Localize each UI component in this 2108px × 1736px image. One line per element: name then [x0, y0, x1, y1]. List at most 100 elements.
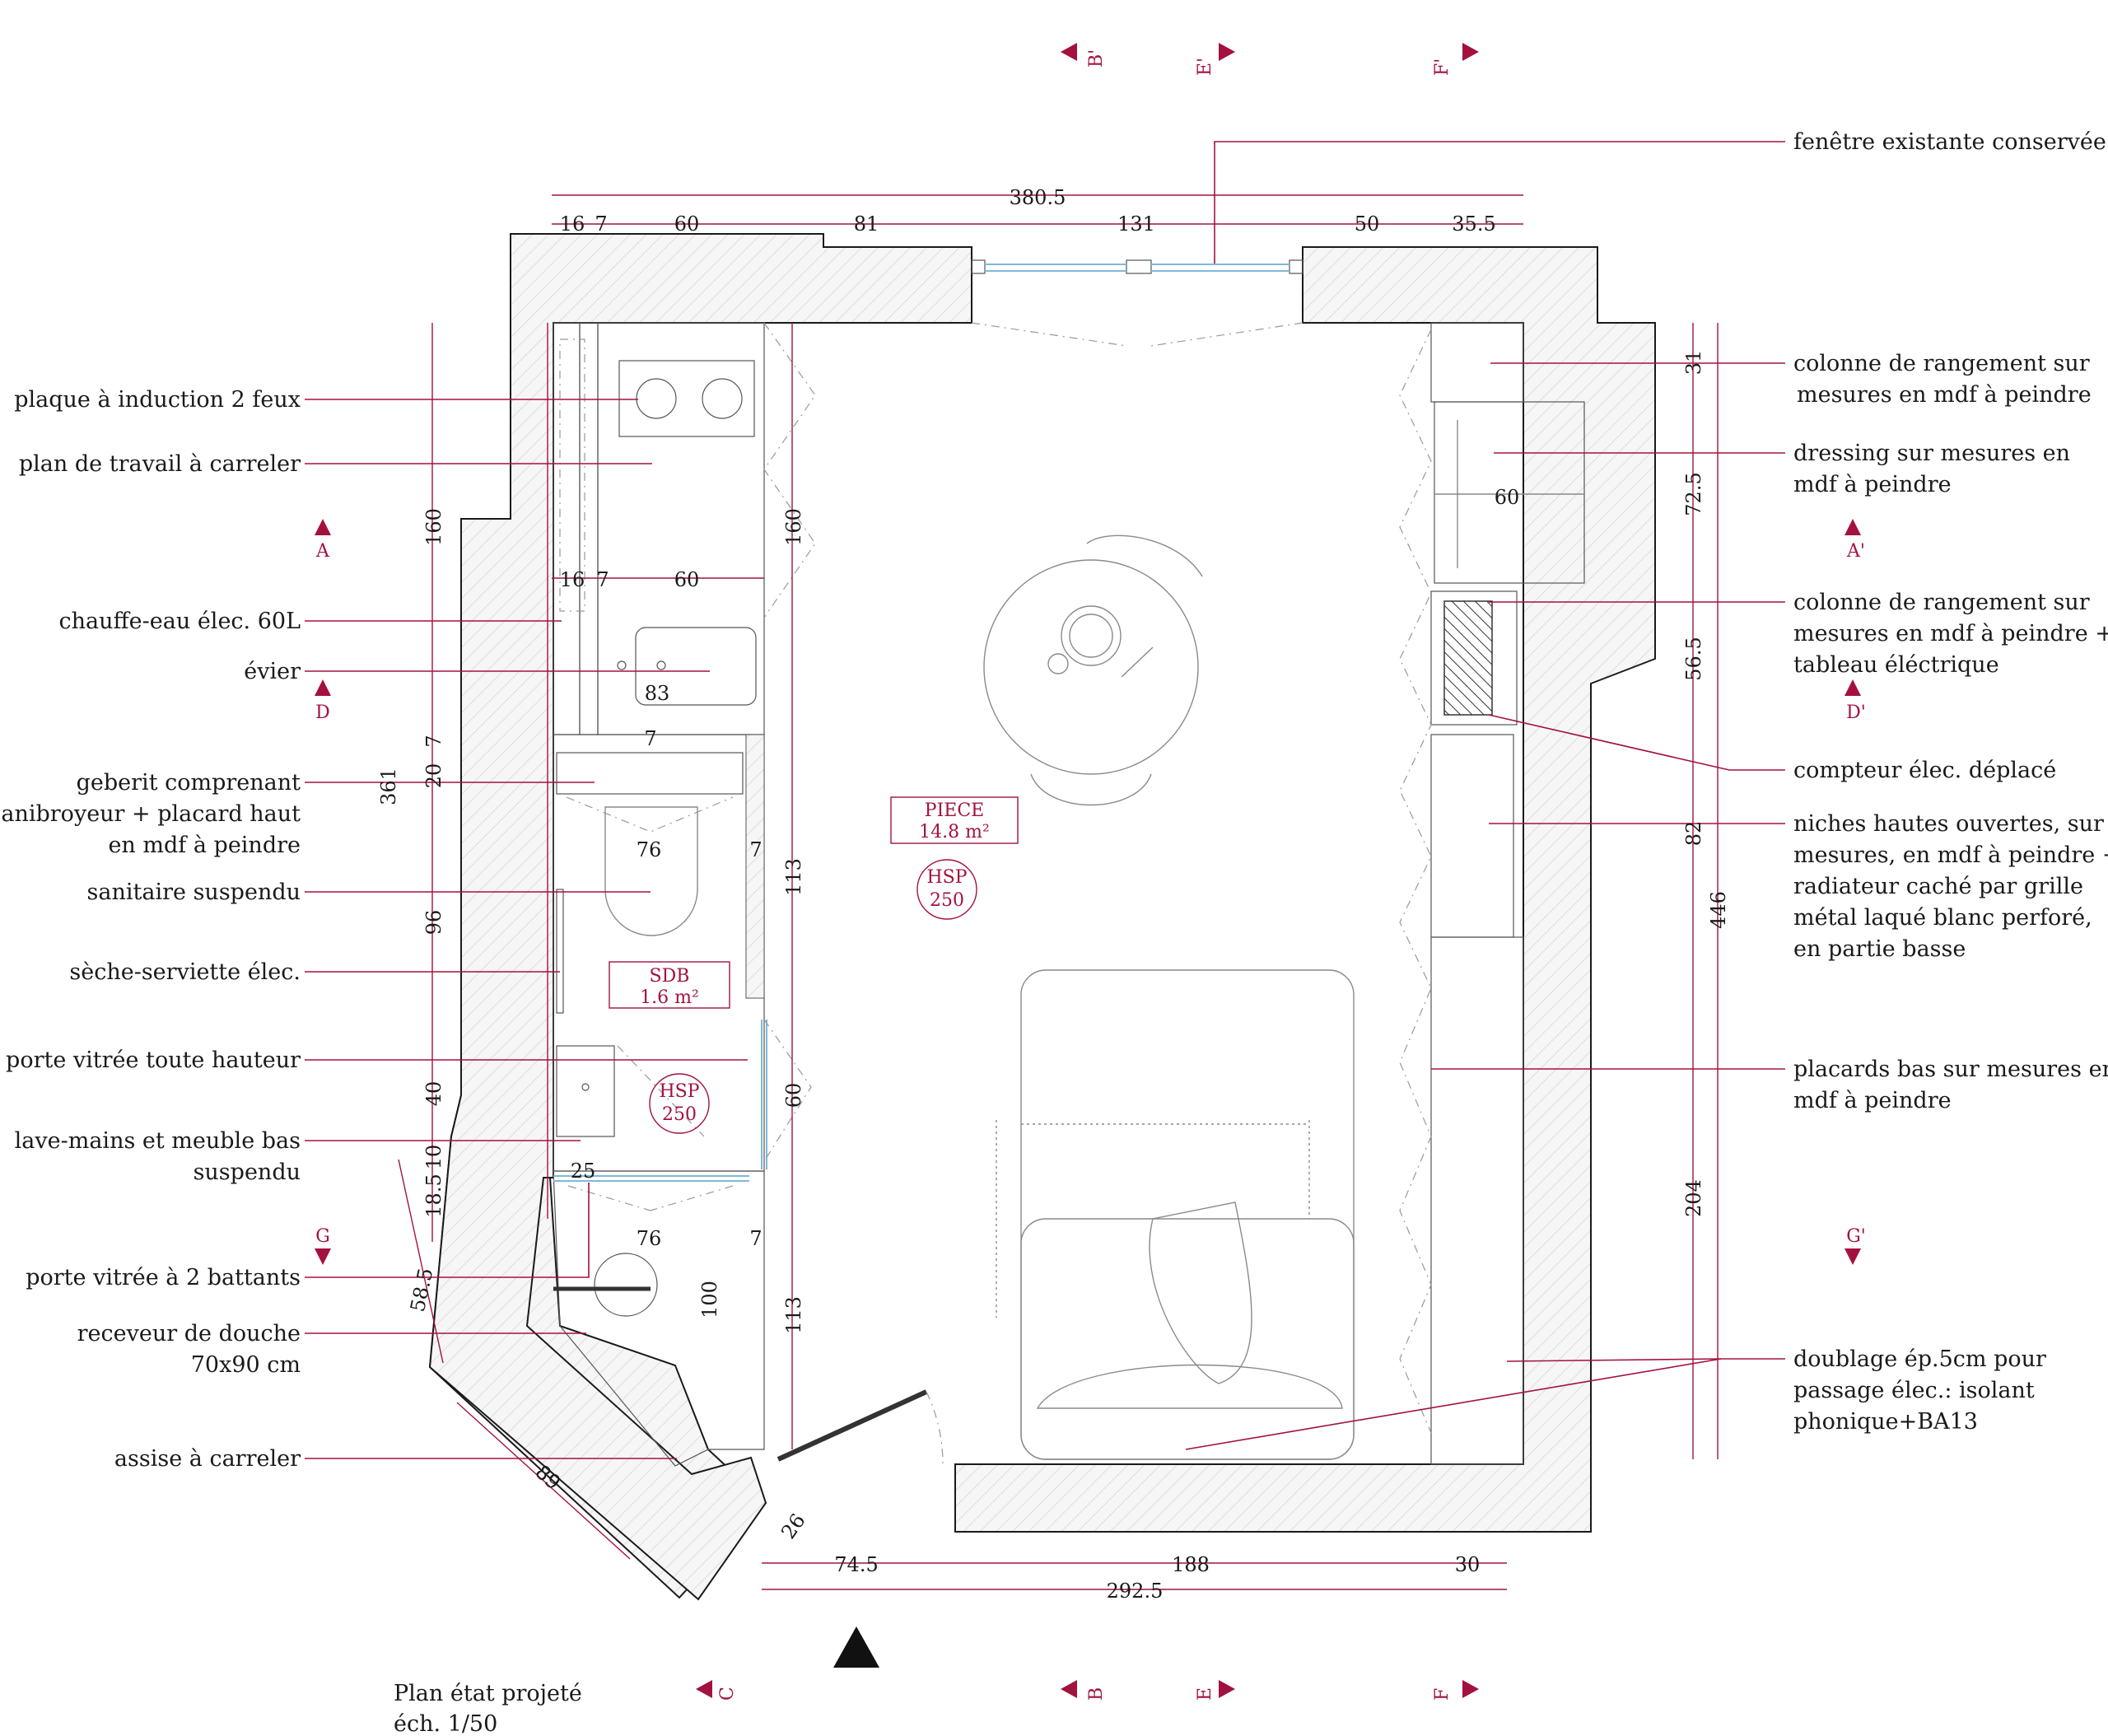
hsp-label-sdb: HSP: [659, 1081, 699, 1102]
dim-right-1: 31: [1682, 350, 1705, 376]
room-tags: PIECE 14.8 m² HSP 250 SDB 1.6 m² HSP 250: [640, 800, 990, 1125]
label-niches-d: métal laqué blanc perforé,: [1793, 905, 2092, 931]
hsp-value-piece: 250: [930, 890, 964, 911]
wall-hung-toilet: [604, 806, 698, 936]
label-induction-hob: plaque à induction 2 feux: [14, 387, 301, 413]
dim-top-7: 35.5: [1452, 212, 1495, 236]
right-storage: [1399, 322, 1585, 1465]
north-arrow-icon: [833, 1626, 879, 1668]
dim-corr-4: 113: [782, 1296, 805, 1334]
section-a: A: [315, 541, 330, 562]
dim-kitchen-2: 7: [596, 568, 609, 591]
sink: [635, 627, 757, 706]
dim-right-5: 204: [1682, 1179, 1705, 1217]
induction-hob: [618, 360, 755, 437]
burner-2: [702, 378, 743, 419]
label-niches-b: mesures, en mdf à peindre +: [1793, 842, 2108, 868]
dim-bottom-2: 188: [1172, 1553, 1210, 1576]
label-meter: compteur élec. déplacé: [1793, 758, 2056, 783]
dim-right-4: 82: [1682, 821, 1705, 847]
worktop: [597, 322, 765, 735]
dim-top-4: 81: [854, 212, 879, 236]
label-cupboards-b: mdf à peindre: [1793, 1088, 1952, 1113]
chair-2: [1030, 773, 1152, 806]
dim-wc-width: 76: [637, 838, 662, 861]
room-name-piece: PIECE: [925, 800, 984, 821]
leader-lines: [305, 141, 1785, 1459]
label-niches-c: radiateur caché par grille: [1793, 874, 2083, 899]
dim-left-6: 10: [422, 1145, 445, 1170]
dim-shower-sep: 7: [749, 1227, 762, 1250]
dim-left-5: 40: [422, 1081, 445, 1107]
label-double-door: porte vitrée à 2 battants: [26, 1265, 301, 1290]
dim-right-3: 56.5: [1682, 637, 1705, 680]
label-seat: assise à carreler: [114, 1446, 301, 1472]
hand-basin: [556, 1045, 615, 1137]
label-dressing-b: mdf à peindre: [1793, 472, 1952, 497]
section-f: F: [1432, 1688, 1453, 1701]
dim-top-1: 16: [560, 212, 585, 236]
dim-corr-2: 113: [782, 858, 805, 896]
dim-left-7: 18.5: [422, 1174, 445, 1217]
label-lining-c: phonique+BA13: [1793, 1409, 1978, 1435]
bed: [1020, 969, 1355, 1460]
dimension-values: 380.5 16 7 60 81 131 50 35.5 16 7 60 83 …: [377, 186, 1730, 1603]
chair-1: [1086, 534, 1203, 577]
section-e-prime: E': [1195, 58, 1215, 76]
bathroom: [553, 734, 944, 1467]
dim-right-total: 446: [1707, 891, 1730, 929]
label-towel-dryer: sèche-serviette élec.: [69, 959, 301, 985]
section-b: B: [1086, 1687, 1107, 1701]
label-window: fenêtre existante conservée: [1793, 129, 2106, 155]
dim-door: 25: [571, 1160, 596, 1183]
label-column-2c: tableau éléctrique: [1793, 652, 1999, 678]
dim-diag-a: 58.5: [406, 1266, 437, 1314]
electrical-panel: [1443, 600, 1493, 716]
dim-left-2: 7: [422, 735, 445, 747]
section-d-prime: D': [1846, 702, 1866, 723]
label-water-heater: chauffe-eau élec. 60L: [59, 609, 301, 634]
label-column-1a: colonne de rangement sur: [1793, 351, 2090, 376]
label-hand-basin-2: suspendu: [194, 1160, 301, 1185]
shower-area: [553, 1170, 765, 1467]
open-niches: [1430, 734, 1514, 938]
dim-left-3: 20: [422, 763, 445, 789]
wall-north-right: [954, 246, 1656, 1533]
dim-kitchen-1: 16: [560, 568, 585, 591]
storage-column-1: [1430, 322, 1524, 403]
person-sketch: [1149, 1202, 1252, 1384]
dim-shower-width: 76: [637, 1227, 662, 1250]
room-area-piece: 14.8 m²: [919, 822, 990, 842]
label-niches-a: niches hautes ouvertes, sur: [1793, 811, 2104, 837]
dim-sink-sep: 7: [644, 727, 656, 750]
living-room-furniture: [983, 534, 1355, 1460]
dimension-lines: [398, 194, 1719, 1590]
dim-kitchen-3: 60: [674, 568, 700, 591]
dim-corr-3: 60: [782, 1083, 805, 1108]
label-column-1b: mesures en mdf à peindre: [1797, 382, 2092, 408]
label-worktop: plan de travail à carreler: [19, 451, 301, 477]
label-column-2a: colonne de rangement sur: [1793, 590, 2090, 615]
dim-left-total: 361: [377, 768, 400, 805]
towel-dryer: [556, 889, 564, 1014]
low-cupboards: [1430, 936, 1524, 1465]
dim-left-1: 160: [422, 508, 445, 546]
section-c: C: [717, 1687, 738, 1701]
bathroom-outline: [553, 734, 765, 1172]
right-annotations: fenêtre existante conservée colonne de r…: [1793, 129, 2108, 1435]
label-sink: évier: [244, 659, 301, 684]
existing-window: [971, 259, 1304, 347]
label-glass-door: porte vitrée toute hauteur: [6, 1048, 301, 1073]
geberit-frame: [556, 752, 744, 795]
shower-tray-drain: [594, 1253, 658, 1317]
burner-1: [636, 378, 677, 419]
label-hand-basin-1: lave-mains et meuble bas: [15, 1128, 301, 1154]
section-g: G: [315, 1226, 330, 1247]
section-f-prime: F': [1432, 58, 1453, 76]
dim-diag-c: 26: [777, 1510, 809, 1543]
room-name-sdb: SDB: [650, 966, 690, 987]
dim-top-3: 60: [674, 212, 700, 236]
section-e: E: [1195, 1687, 1215, 1701]
dim-sink: 83: [645, 682, 670, 705]
